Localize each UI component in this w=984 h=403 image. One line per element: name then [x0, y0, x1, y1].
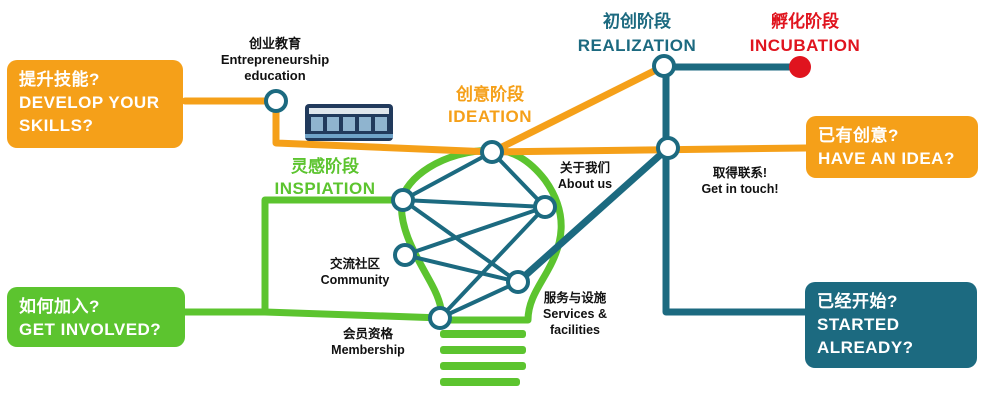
started-zh: 已经开始?	[817, 292, 898, 311]
ideation-en: IDEATION	[448, 107, 532, 126]
develop-skills-box[interactable]: 提升技能? DEVELOP YOUR SKILLS?	[7, 60, 183, 148]
node-education[interactable]	[264, 89, 288, 113]
node-community[interactable]	[393, 243, 417, 267]
education-en-2: education	[244, 68, 306, 83]
node-contact[interactable]	[656, 136, 680, 160]
realization-zh: 初创阶段	[603, 12, 671, 31]
bulb-base-bar-4	[440, 378, 520, 386]
realization-en: REALIZATION	[577, 36, 697, 55]
teal-edge	[490, 150, 547, 209]
node-membership[interactable]	[428, 306, 452, 330]
education-zh: 创业教育	[248, 36, 301, 51]
started-en-1: STARTED	[817, 315, 900, 334]
tram-icon	[305, 104, 393, 141]
stage-incubation: 孵化阶段 INCUBATION	[735, 10, 875, 58]
bulb-base-bar-2	[440, 346, 526, 354]
stage-ideation: 创意阶段 IDEATION	[425, 84, 555, 128]
teal-edge	[438, 280, 520, 320]
label-services: 服务与设施 Services & facilities	[530, 290, 620, 338]
green-line-left	[181, 196, 406, 316]
stage-inspiration: 灵感阶段 INSPIATION	[260, 156, 390, 200]
node-inspiration[interactable]	[391, 188, 415, 212]
idea-zh: 已有创意?	[818, 126, 899, 145]
orange-line	[181, 62, 810, 156]
incubation-en: INCUBATION	[749, 36, 861, 55]
involved-en: GET INVOLVED?	[19, 320, 162, 339]
nodes	[264, 54, 680, 330]
orange-line-left	[181, 97, 496, 156]
node-services[interactable]	[506, 270, 530, 294]
label-contact: 取得联系! Get in touch!	[685, 165, 795, 197]
green-line-membership	[261, 308, 446, 322]
started-en-2: ALREADY?	[817, 338, 914, 357]
membership-zh: 会员资格	[342, 327, 393, 341]
bulb-base-bar-3	[440, 362, 526, 370]
label-education: 创业教育 Entrepreneurship education	[200, 36, 350, 84]
node-about[interactable]	[533, 195, 557, 219]
node-realization[interactable]	[652, 54, 676, 78]
teal-edge	[403, 205, 547, 257]
contact-en: Get in touch!	[701, 182, 779, 196]
label-community: 交流社区 Community	[315, 256, 395, 288]
ideation-zh: 创意阶段	[456, 85, 524, 104]
develop-en-1: DEVELOP YOUR	[19, 93, 160, 112]
have-idea-box[interactable]: 已有创意? HAVE AN IDEA?	[806, 116, 978, 178]
idea-en: HAVE AN IDEA?	[818, 149, 955, 168]
services-zh: 服务与设施	[543, 291, 607, 305]
started-already-box[interactable]: 已经开始? STARTED ALREADY?	[805, 282, 977, 368]
contact-zh: 取得联系!	[712, 166, 768, 180]
teal-edge	[401, 198, 520, 284]
bulb-base	[440, 330, 526, 386]
community-zh: 交流社区	[329, 257, 380, 271]
community-en: Community	[320, 273, 390, 287]
teal-line-main	[514, 144, 672, 286]
orange-line-diagonal	[488, 62, 668, 156]
teal-edge	[401, 198, 547, 209]
teal-edge	[438, 205, 547, 320]
inspiration-zh: 灵感阶段	[291, 157, 359, 176]
teal-edge	[401, 150, 494, 202]
incubation-zh: 孵化阶段	[771, 12, 839, 31]
involved-zh: 如何加入?	[19, 297, 100, 316]
orange-line-right	[488, 144, 810, 156]
develop-zh: 提升技能?	[19, 70, 100, 89]
label-about: 关于我们 About us	[545, 160, 625, 192]
membership-en: Membership	[331, 343, 405, 357]
services-en-2: facilities	[549, 323, 601, 337]
services-en-1: Services &	[543, 307, 607, 321]
about-en: About us	[557, 177, 613, 191]
get-involved-box[interactable]: 如何加入? GET INVOLVED?	[7, 287, 185, 347]
teal-edge	[403, 253, 520, 284]
bulb-base-bar-1	[440, 330, 526, 338]
develop-en-2: SKILLS?	[19, 116, 94, 135]
node-ideation[interactable]	[480, 140, 504, 164]
teal-network	[401, 150, 547, 320]
education-en-1: Entrepreneurship	[220, 52, 330, 67]
about-zh: 关于我们	[559, 161, 610, 175]
node-incubation[interactable]	[789, 56, 811, 78]
inspiration-en: INSPIATION	[274, 179, 376, 198]
label-membership: 会员资格 Membership	[320, 326, 416, 358]
stage-realization: 初创阶段 REALIZATION	[562, 10, 712, 58]
